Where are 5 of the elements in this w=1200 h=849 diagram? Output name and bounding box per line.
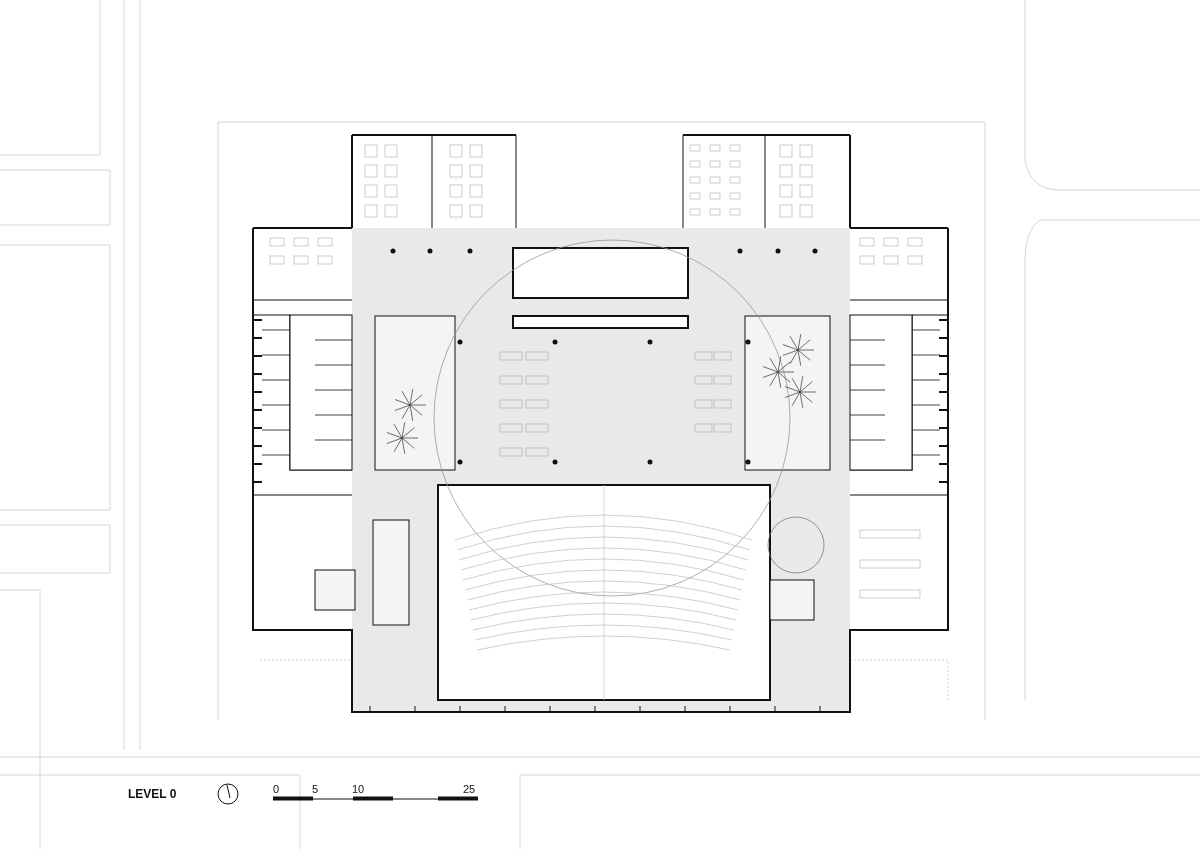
scale-label: 10: [352, 783, 365, 795]
scale-label: 25: [463, 783, 476, 795]
scale-label: 0: [273, 783, 280, 795]
plan-title: LEVEL 0: [128, 787, 177, 801]
scale-label: 5: [312, 783, 319, 795]
